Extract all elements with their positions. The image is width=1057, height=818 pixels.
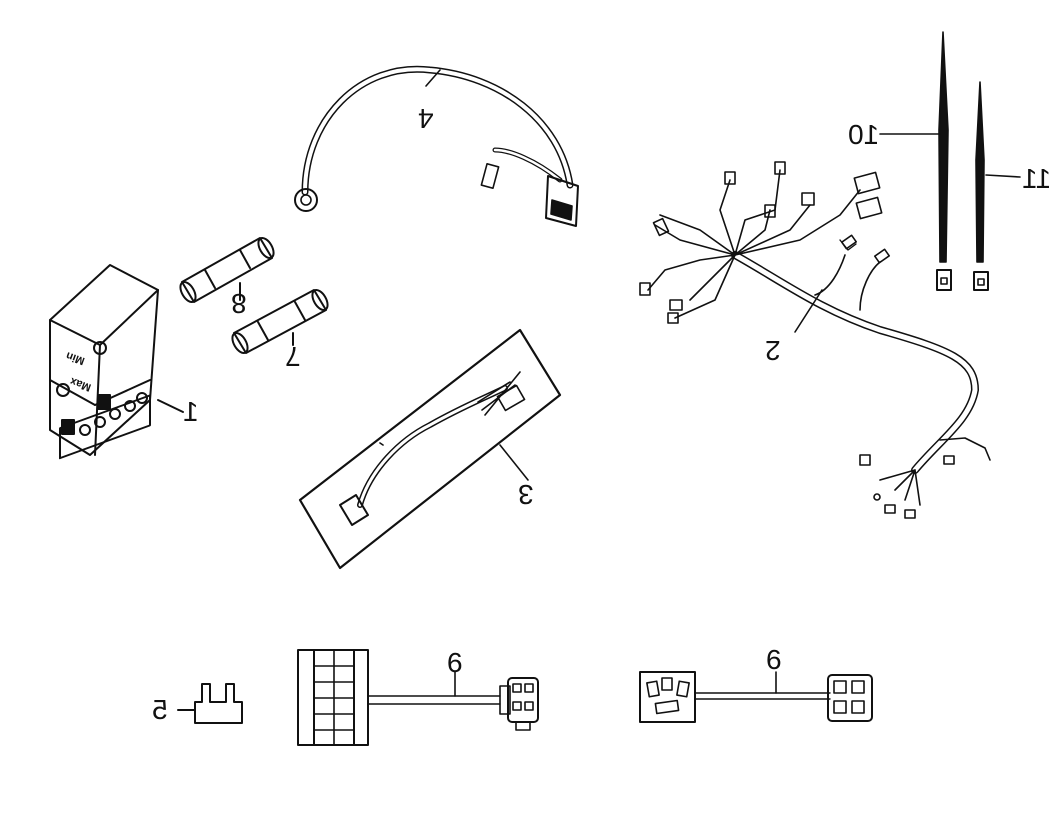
callout-11: 11	[1022, 163, 1052, 194]
callout-3: 3	[518, 479, 534, 510]
callout-6: 6	[766, 644, 782, 675]
callout-9: 9	[447, 647, 463, 678]
blade-fuse	[177, 683, 243, 724]
regulator-box	[49, 264, 184, 460]
cable-tie-long	[879, 31, 952, 291]
boxed-adapter-wire	[298, 328, 562, 570]
callout-1: 1	[183, 396, 199, 427]
callout-8: 8	[231, 288, 247, 319]
main-harness	[639, 161, 991, 519]
callout-7: 7	[285, 341, 301, 372]
cable-tie-short	[973, 81, 1021, 291]
callout-4: 4	[418, 103, 434, 134]
ring-terminal-wire	[294, 65, 579, 227]
square-connector-harness	[639, 671, 873, 723]
multi-pin-harness	[297, 649, 539, 746]
fuse-upper	[179, 237, 275, 303]
callout-5: 5	[152, 694, 168, 725]
callout-2: 2	[765, 335, 781, 366]
fuse-lower	[231, 289, 329, 354]
callout-10: 10	[848, 119, 880, 150]
